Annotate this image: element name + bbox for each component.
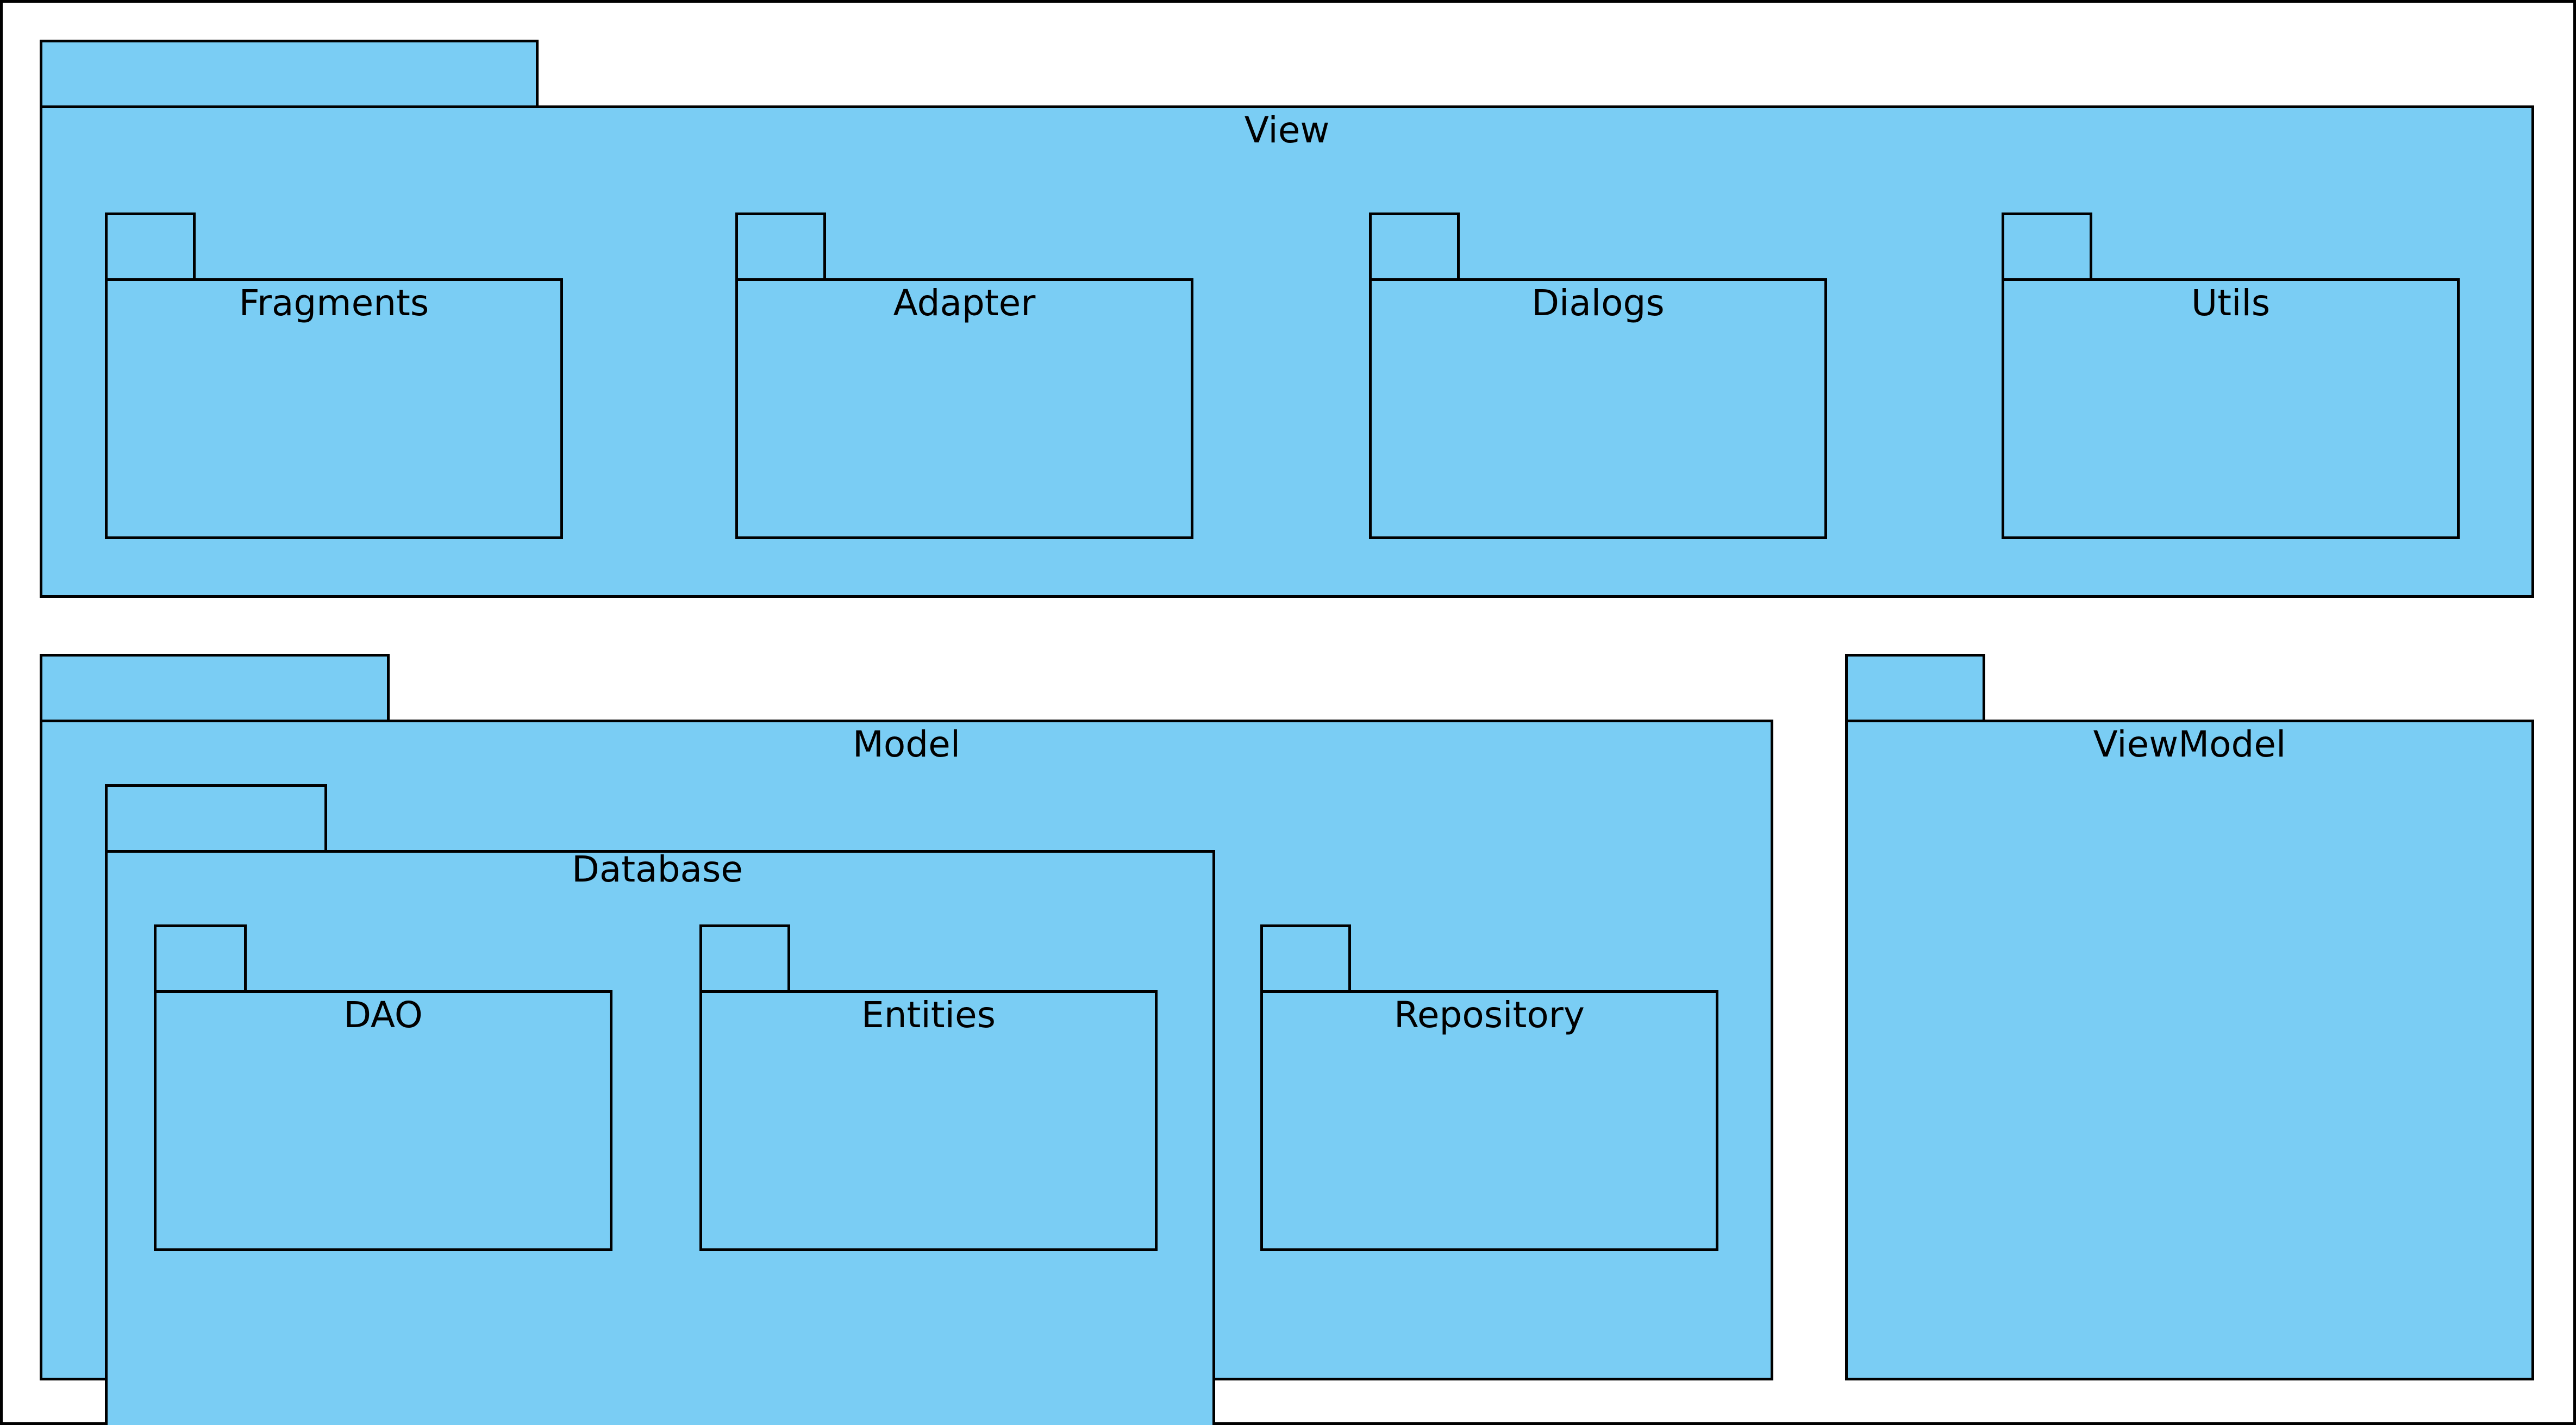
viewmodel-package-tab xyxy=(1845,654,1985,723)
dialogs-package-tab xyxy=(1369,212,1460,282)
dialogs-package[interactable]: Dialogs xyxy=(1369,278,1827,539)
database-package-label: Database xyxy=(572,848,743,890)
model-package-label: Model xyxy=(852,723,961,765)
fragments-package-label: Fragments xyxy=(239,282,429,324)
view-package-label: View xyxy=(1244,109,1330,151)
dao-package-label: DAO xyxy=(343,994,423,1036)
entities-package-label: Entities xyxy=(861,994,996,1036)
adapter-package-label: Adapter xyxy=(893,282,1036,324)
adapter-package-tab xyxy=(735,212,826,282)
dialogs-package-label: Dialogs xyxy=(1531,282,1665,324)
utils-package[interactable]: Utils xyxy=(2002,278,2460,539)
model-package-tab xyxy=(40,654,390,723)
entities-package[interactable]: Entities xyxy=(699,990,1158,1251)
utils-package-tab xyxy=(2002,212,2092,282)
database-package-tab xyxy=(105,784,327,854)
repository-package[interactable]: Repository xyxy=(1260,990,1718,1251)
viewmodel-package-label: ViewModel xyxy=(2093,723,2286,765)
repository-package-label: Repository xyxy=(1394,994,1585,1036)
repository-package-tab xyxy=(1260,924,1351,994)
dao-package[interactable]: DAO xyxy=(154,990,612,1251)
viewmodel-package[interactable]: ViewModel xyxy=(1845,720,2534,1380)
fragments-package[interactable]: Fragments xyxy=(105,278,563,539)
entities-package-tab xyxy=(699,924,790,994)
dao-package-tab xyxy=(154,924,247,994)
view-package-tab xyxy=(40,40,539,109)
adapter-package[interactable]: Adapter xyxy=(735,278,1193,539)
fragments-package-tab xyxy=(105,212,196,282)
utils-package-label: Utils xyxy=(2191,282,2271,324)
